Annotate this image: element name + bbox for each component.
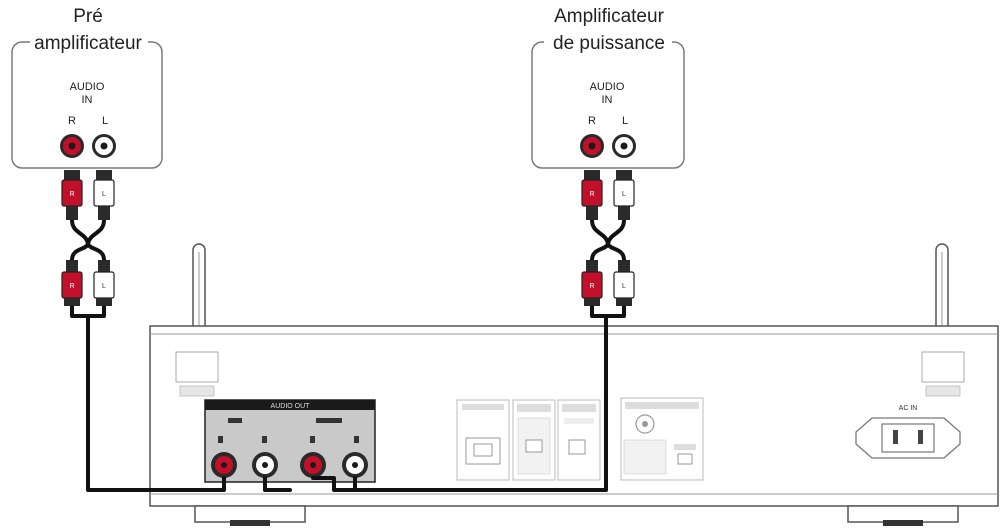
power-amp-left-jack	[612, 134, 636, 158]
audio-out-panel: AUDIO OUT	[204, 399, 376, 483]
preamp-left-label: L	[102, 115, 108, 127]
plug-label-l: L	[622, 283, 626, 290]
preamp-input-label-in: IN	[82, 94, 93, 106]
power-amp-right-jack	[580, 134, 604, 158]
plug-label-l: L	[102, 191, 106, 198]
preamp-right-label: R	[68, 115, 76, 127]
power-amp-title-line1: Amplificateur	[554, 6, 664, 27]
audio-out-label: AUDIO OUT	[271, 403, 311, 410]
preamp-input-label-audio: AUDIO	[70, 81, 105, 93]
audio-out-jack-2	[252, 452, 278, 478]
plug-label-r: R	[69, 191, 74, 198]
preamp-title-line1: Pré	[73, 6, 103, 27]
preamp-device: Pré amplificateur AUDIO IN R L	[11, 6, 163, 169]
rca-plug-preamp-top-left: L	[93, 170, 115, 220]
plug-label-l: L	[102, 283, 106, 290]
audio-out-jack-3	[300, 452, 326, 478]
rca-plug-preamp-bottom-right: R	[61, 260, 83, 306]
power-amp-title-line2: de puissance	[553, 33, 665, 54]
power-amp-left-label: L	[622, 115, 628, 127]
device-foot-right	[847, 505, 959, 526]
ac-in-label: AC IN	[899, 405, 918, 412]
preamp-title-line2: amplificateur	[34, 33, 142, 54]
digital-port-2	[557, 399, 601, 481]
device-foot-left	[194, 505, 306, 526]
plug-label-l: L	[622, 191, 626, 198]
rca-plug-power-amp-bottom-right: R	[581, 260, 603, 306]
preamp-left-jack	[92, 134, 116, 158]
power-amp-right-label: R	[588, 115, 596, 127]
plug-label-r: R	[69, 283, 74, 290]
digital-port-1	[512, 399, 556, 481]
rca-plug-power-amp-top-right: R	[581, 170, 603, 220]
device-rear-panel: AUDIO OUT	[149, 243, 999, 526]
power-amp-input-label-audio: AUDIO	[590, 81, 625, 93]
plug-label-r: R	[589, 191, 594, 198]
rca-plug-preamp-top-right: R	[61, 170, 83, 220]
control-ports	[620, 397, 704, 481]
audio-out-jack-1	[211, 452, 237, 478]
rca-plug-power-amp-bottom-left: L	[613, 260, 635, 306]
power-amp-device: Amplificateur de puissance AUDIO IN R L	[531, 6, 685, 169]
rca-plug-preamp-bottom-left: L	[93, 260, 115, 306]
power-amp-input-label-in: IN	[602, 94, 613, 106]
rca-plug-power-amp-top-left: L	[613, 170, 635, 220]
rca-cable-preamp	[70, 218, 292, 492]
plug-label-r: R	[589, 283, 594, 290]
preamp-right-jack	[60, 134, 84, 158]
ac-in-socket: AC IN	[855, 405, 961, 459]
network-port	[456, 399, 510, 481]
audio-out-jack-4	[342, 452, 368, 478]
rca-cable-power-amp	[311, 218, 626, 492]
